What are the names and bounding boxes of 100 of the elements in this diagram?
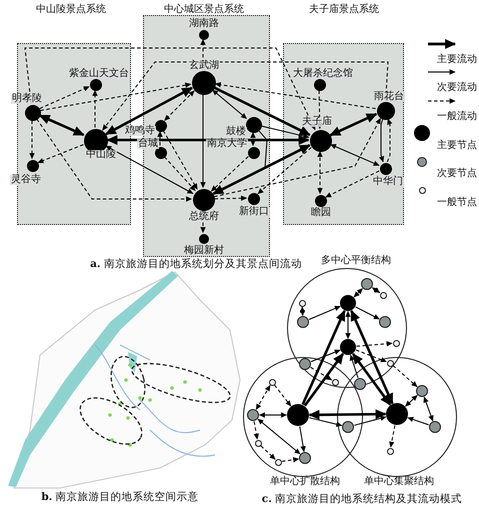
node-label: 大屠杀纪念馆 xyxy=(292,69,354,79)
node-label: 明孝陵 xyxy=(11,94,43,104)
flow-arrow xyxy=(92,90,98,128)
panel-title: 中山陵景点系统 xyxy=(36,5,106,15)
flow-arrow xyxy=(258,412,288,418)
node-label: 夫子庙 xyxy=(301,117,333,127)
panel-title: 夫子庙景点系统 xyxy=(309,5,379,15)
flow-arrow xyxy=(39,86,90,109)
node-label: 中山陵 xyxy=(85,150,117,160)
flow-arrow xyxy=(256,384,270,410)
flow-arrow xyxy=(356,341,393,347)
caption: b. 南京旅游目的地系统空间示意 xyxy=(41,492,199,502)
legend-label: 一般流动 xyxy=(437,112,477,122)
flow-arrow xyxy=(299,426,306,452)
flow-arrow xyxy=(214,86,311,136)
node-label: 南京大学 xyxy=(206,139,248,149)
flow-arrow xyxy=(317,90,322,130)
legend-label: 一般节点 xyxy=(437,198,477,208)
flow-arrow xyxy=(308,409,387,420)
flow-arrow xyxy=(257,147,312,194)
flow-arrow xyxy=(214,196,248,201)
flow-arrow xyxy=(352,353,392,406)
flow-arrow xyxy=(212,90,247,119)
flow-arrow xyxy=(37,144,84,164)
flow-arrow xyxy=(29,120,35,160)
flow-arrow xyxy=(304,352,344,406)
node-label: 雨花台 xyxy=(373,92,405,102)
flow-arrow xyxy=(308,417,342,427)
legend-label: 主要流动 xyxy=(437,55,477,65)
structure-label: 单中心集聚结构 xyxy=(364,477,434,487)
flow-arrow xyxy=(300,306,306,316)
flow-arrow xyxy=(317,150,323,194)
panel-title: 中心城区景点系统 xyxy=(164,5,244,15)
node-label: 瞻园 xyxy=(310,208,332,218)
flow-arrow xyxy=(355,350,387,362)
flow-arrow xyxy=(212,144,311,195)
flow-arrow xyxy=(389,424,396,448)
node-label: 鼓楼 xyxy=(225,127,247,137)
flow-arrow xyxy=(106,135,310,145)
flow-arrow xyxy=(200,94,206,188)
flow-arrow xyxy=(274,384,292,406)
structure-label: 多中心平衡结构 xyxy=(321,256,391,266)
node-label: 玄武湖 xyxy=(188,61,220,71)
node-label: 新街口 xyxy=(238,207,270,217)
legend-label: 次要节点 xyxy=(437,169,477,179)
node-label: 灵谷寺 xyxy=(10,175,42,185)
flow-arrow xyxy=(392,365,418,388)
node-label: 鸡鸣寺 xyxy=(124,126,156,136)
flow-arrow xyxy=(354,416,386,426)
flow-arrow xyxy=(282,457,300,462)
flow-arrow xyxy=(407,416,430,426)
flow-arrow xyxy=(102,62,389,131)
flow-arrow xyxy=(310,350,341,362)
structure-label: 单中心扩散结构 xyxy=(270,477,340,487)
flow-arrow xyxy=(260,445,276,460)
flow-arrow xyxy=(210,156,249,192)
flow-arrow xyxy=(260,126,310,139)
legend-label: 主要节点 xyxy=(437,141,477,151)
node-label: 湖南路 xyxy=(188,19,220,29)
flow-arrow xyxy=(250,132,256,146)
flow-arrow xyxy=(164,156,196,191)
flow-arrow xyxy=(325,170,380,198)
flow-arrow xyxy=(355,306,380,320)
flow-arrow xyxy=(386,118,392,162)
flow-arrow xyxy=(105,86,193,136)
flow-arrow xyxy=(38,114,85,136)
caption: c. 南京旅游目的地系统结构及其流动模式 xyxy=(262,494,462,504)
flow-arrow xyxy=(258,418,300,454)
flow-arrow xyxy=(105,146,194,194)
flow-arrow xyxy=(350,310,394,404)
flow-arrow xyxy=(214,82,376,110)
flow-arrow xyxy=(378,118,384,162)
flow-arrow xyxy=(345,310,351,340)
flow-arrow xyxy=(308,306,341,320)
flow-arrow xyxy=(405,394,418,407)
flow-arrow xyxy=(212,130,268,194)
flow-arrow xyxy=(354,288,363,298)
node-label: 紫金山天文台 xyxy=(68,69,130,79)
flow-arrow xyxy=(40,82,192,111)
node-label: 中华门 xyxy=(372,177,404,187)
flow-arrow xyxy=(200,210,206,234)
flow-arrow xyxy=(36,118,192,202)
flow-arrow xyxy=(214,118,381,198)
flow-arrow xyxy=(157,130,163,146)
flow-arrow xyxy=(24,48,316,130)
node-label: 梅园新村 xyxy=(183,246,225,256)
flow-arrow xyxy=(424,396,434,422)
flow-arrow xyxy=(254,420,259,440)
flow-arrow xyxy=(329,112,378,136)
node-label: 总统府 xyxy=(188,212,220,222)
flow-arrow xyxy=(310,366,332,380)
flow-arrow xyxy=(162,130,198,190)
caption: a. 南京旅游目的地系统划分及其景点间流动 xyxy=(90,258,302,270)
flow-arrow xyxy=(302,310,346,406)
flow-arrow xyxy=(330,144,380,166)
node-label: 台城 xyxy=(137,139,159,149)
flow-arrow xyxy=(372,287,380,294)
legend-label: 次要流动 xyxy=(437,83,477,93)
flow-arrow xyxy=(164,90,195,121)
flow-arrow xyxy=(350,354,358,378)
